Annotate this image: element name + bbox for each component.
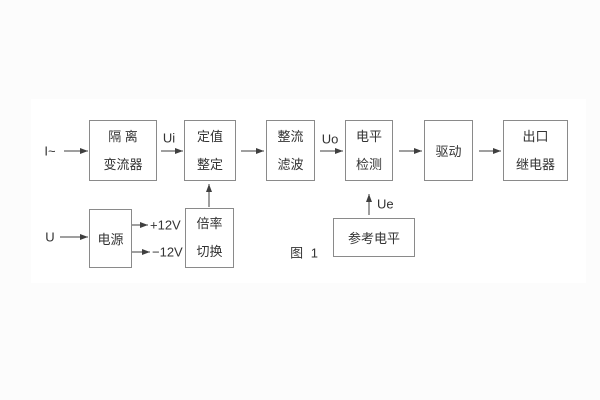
block-label: 切换 xyxy=(196,244,223,259)
block-label: 滤波 xyxy=(277,156,304,172)
block-label: 电平 xyxy=(355,128,382,144)
block-label: 整流 xyxy=(277,128,304,144)
block-ratio-switch: 倍率 切换 xyxy=(185,208,234,268)
block-isolation-transformer: 隔 离 变流器 xyxy=(89,120,157,181)
signal-uo-label: Uo xyxy=(321,131,339,147)
signal-input-voltage-label: U xyxy=(45,229,55,245)
block-output-relay: 出口 继电器 xyxy=(503,120,568,181)
block-drive: 驱动 xyxy=(424,120,473,181)
block-power-supply: 电源 xyxy=(89,209,132,268)
block-label: 继电器 xyxy=(515,156,555,172)
block-label: 定值 xyxy=(196,128,223,144)
block-label: 隔 离 xyxy=(108,128,138,144)
signal-minus-12v-label: −12V xyxy=(152,244,183,260)
block-label: 电源 xyxy=(97,232,124,247)
signal-plus-12v-label: +12V xyxy=(150,217,181,233)
block-label: 整定 xyxy=(196,156,223,172)
signal-input-current-label: I~ xyxy=(44,143,56,159)
block-level-detect: 电平 检测 xyxy=(345,120,393,181)
block-label: 出口 xyxy=(522,128,549,144)
block-label: 参考电平 xyxy=(347,231,400,246)
block-label: 驱动 xyxy=(435,144,462,159)
block-setting-adjust: 定值 整定 xyxy=(184,120,236,181)
block-label: 变流器 xyxy=(103,156,143,172)
signal-ue-label: Ue xyxy=(377,196,394,212)
signal-ui-label: Ui xyxy=(162,130,176,146)
figure-caption: 图 1 xyxy=(290,245,320,261)
block-rectifier-filter: 整流 滤波 xyxy=(266,120,315,181)
block-label: 倍率 xyxy=(196,216,223,231)
block-label: 检测 xyxy=(355,156,382,172)
block-reference-level: 参考电平 xyxy=(333,218,415,257)
